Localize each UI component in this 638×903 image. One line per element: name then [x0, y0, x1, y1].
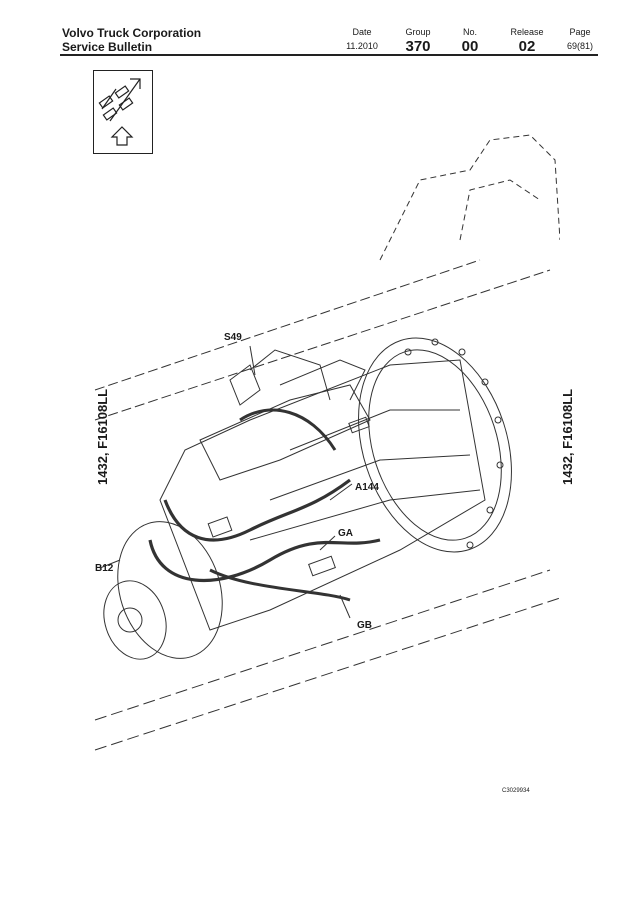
company-name: Volvo Truck Corporation	[62, 26, 202, 40]
page-value: 69(81)	[566, 41, 593, 51]
callout-gb: GB	[357, 620, 372, 631]
callout-s49: S49	[224, 332, 242, 343]
release-value: 02	[518, 38, 536, 55]
release-label: Release	[510, 27, 544, 37]
figure-id: C3029934	[502, 788, 530, 794]
model-label-left: 1432, F16108LL	[95, 388, 110, 485]
group-value: 370	[405, 38, 431, 55]
model-label-right: 1432, F16108LL	[560, 388, 575, 485]
date-value: 11.2010	[346, 41, 378, 51]
bulletin-header: Volvo Truck Corporation Service Bulletin…	[0, 0, 638, 56]
callout-a144: A144	[355, 482, 379, 493]
number-value: 00	[461, 38, 479, 55]
page-label: Page	[569, 27, 591, 37]
callout-b12: B12	[95, 563, 114, 574]
orientation-arrows-icon	[98, 78, 141, 146]
orientation-symbol-icon	[93, 70, 153, 154]
number-label: No.	[462, 27, 477, 37]
group-label: Group	[405, 27, 431, 37]
transmission-drawing	[94, 134, 560, 751]
document-type: Service Bulletin	[62, 40, 153, 54]
date-label: Date	[352, 27, 372, 37]
header-rule	[60, 54, 598, 56]
callout-ga: GA	[338, 528, 353, 539]
